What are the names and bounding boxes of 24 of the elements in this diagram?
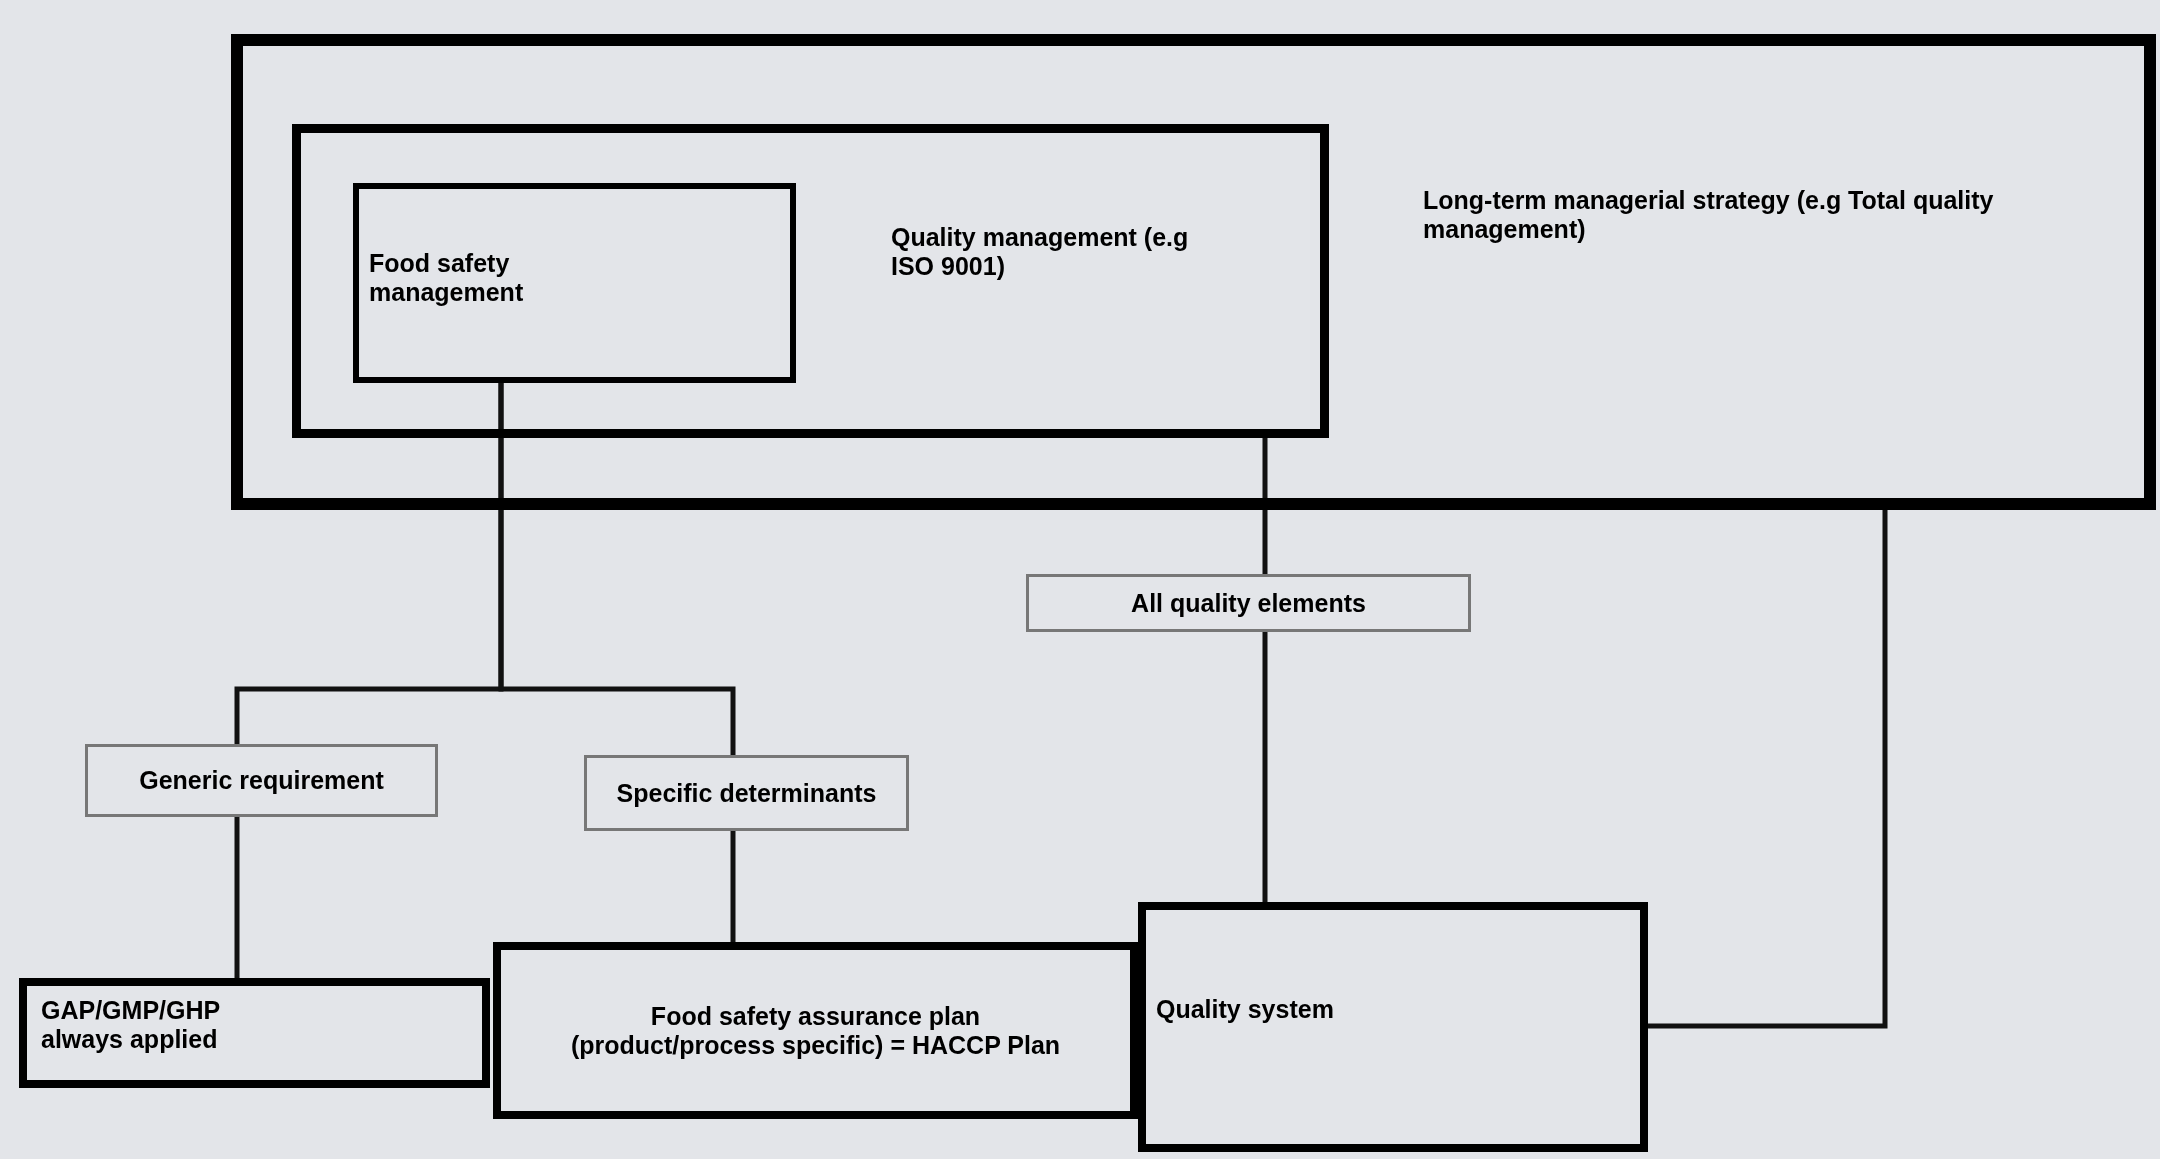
connector-line xyxy=(1648,510,1888,1029)
box-label: Food safety management xyxy=(369,249,525,307)
connector-line xyxy=(1262,438,1268,574)
box-label: Long-term managerial strategy (e.g Total quality management) xyxy=(1423,186,1995,244)
process-box xyxy=(584,755,909,831)
process-box xyxy=(1138,902,1648,1152)
box-label: Quality system xyxy=(1156,995,1335,1024)
box-label: Food safety assurance plan (product/process specific) = HACCP Plan xyxy=(569,1001,1062,1060)
connector-line xyxy=(730,831,736,942)
connector-line xyxy=(498,383,736,755)
box-label: GAP/GMP/GHP always applied xyxy=(41,996,221,1054)
box-label: Generic requirement xyxy=(138,766,385,795)
process-box xyxy=(292,124,1329,438)
process-box xyxy=(353,183,796,383)
process-box xyxy=(1026,574,1471,632)
connector-line xyxy=(1262,632,1268,902)
box-label: Specific determinants xyxy=(616,778,877,808)
process-box xyxy=(493,942,1138,1119)
connector-line xyxy=(234,817,240,978)
process-box xyxy=(231,34,2156,510)
box-label: Quality management (e.g ISO 9001) xyxy=(891,223,1190,281)
process-box xyxy=(19,978,490,1088)
box-label: All quality elements xyxy=(1131,588,1366,618)
process-box xyxy=(85,744,438,817)
